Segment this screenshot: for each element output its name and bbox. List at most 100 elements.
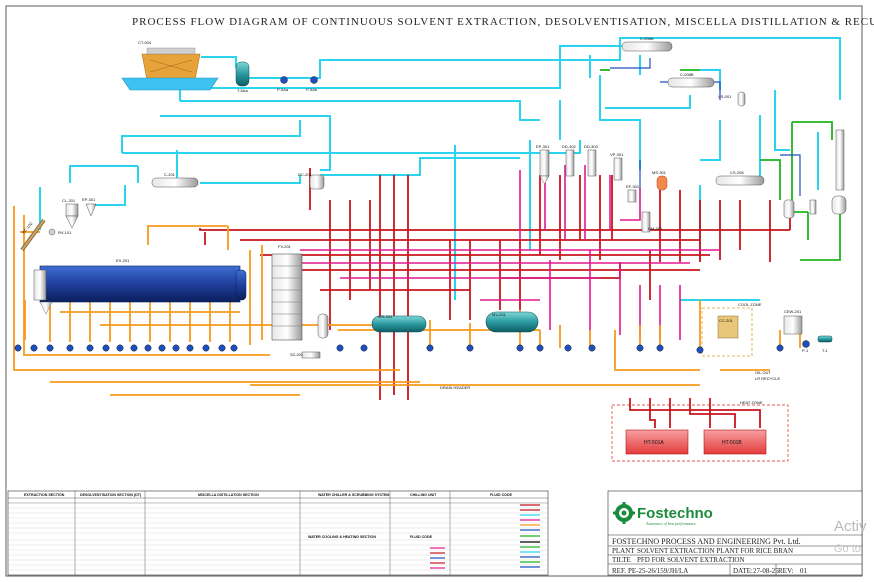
tank-t5aa: T-5Aa	[235, 61, 250, 93]
vent-separator: VS-001	[718, 91, 746, 107]
tag-cs: CS-208	[730, 170, 744, 175]
legend-section-desolventisation: DESOLVENTISATION SECTION (DT)	[80, 493, 142, 497]
brand-name: Fostechno	[637, 505, 713, 522]
tag-vs: VS-001	[718, 94, 732, 99]
magenta-miscella-lines	[300, 165, 720, 340]
legend-section-chilling: CHILLING UNIT	[410, 493, 437, 497]
tag-p5b: P-5Ab	[306, 87, 318, 92]
drawing-main-title: PROCESS FLOW DIAGRAM OF CONTINUOUS SOLVE…	[132, 16, 874, 28]
condenser-cs208: CS-208	[715, 170, 765, 186]
tag-mv: MV-201	[492, 312, 507, 317]
water-separator-ws201: WS-201	[371, 314, 427, 333]
condenser-c8a: C-008A	[621, 36, 673, 52]
legend-section-distillation: MISCELLA DISTILLATION SECTION	[198, 493, 259, 497]
condenser-c8b: C-008B	[667, 72, 715, 88]
plant-name: SOLVENT EXTRACTION PLANT FOR RICE BRAN	[637, 547, 793, 555]
watermark-line-2: Go to	[834, 543, 861, 555]
rotary-valve: EP-301	[82, 197, 97, 217]
note-heat-zone: HEAT ZONE	[740, 400, 763, 405]
date-value: 27-08-25	[753, 567, 779, 575]
dc-cyclone: DC-201	[298, 172, 325, 190]
cc-zone-box: CC-201 COOL ZONE	[701, 302, 762, 357]
legend-sub-water: WATER COOLING & HEATING SECTION	[308, 535, 376, 539]
tag-dd3: DD-302	[562, 144, 577, 149]
tag-cl: CL-201	[62, 198, 76, 203]
tag-p5a: P-5Aa	[277, 87, 289, 92]
column-vp301: VP-301	[610, 152, 624, 181]
tag-vp: VP-301	[610, 152, 624, 157]
cyan-process-lines	[39, 37, 841, 301]
activation-watermark: Activ Go to	[834, 518, 867, 555]
pump-p5aa: P-5Aa	[277, 76, 289, 92]
cew-vessel: CEW-201	[783, 309, 803, 335]
heater-ht501a	[625, 429, 689, 455]
red-steam-lines	[199, 168, 791, 428]
ref-number: PE-25-26/159/JH/LA	[628, 567, 688, 575]
tag-rv: RV-101	[58, 230, 72, 235]
legend-color-swatches	[430, 504, 540, 569]
note-drain-header: DRAIN HEADER	[440, 385, 470, 390]
heater-ms301: MS-301	[652, 170, 668, 191]
column-dd302: DD-302	[562, 144, 577, 177]
heater-ht501b	[703, 429, 767, 455]
legend-table: EXTRACTION SECTION DESOLVENTISATION SECT…	[7, 490, 549, 576]
evaporator-ep301: EP-301	[536, 144, 550, 185]
tag-fv: FV-201	[278, 244, 292, 249]
date-label: DATE:	[733, 567, 753, 575]
tag-ex: EX-201	[116, 258, 130, 263]
tag-c1: C-201	[164, 172, 176, 177]
legend-row-lines	[8, 507, 548, 571]
brand-tagline: Assurance of best performance	[645, 521, 696, 526]
right-column	[783, 129, 847, 219]
small-vertical-vessel	[317, 313, 329, 339]
tag-ms: MS-301	[652, 170, 667, 175]
vessel-dm301: DM-301	[641, 211, 663, 233]
cyclone-cl201: CL-201	[62, 198, 79, 229]
ejector-ef301: EF-301	[626, 184, 640, 203]
title-label: TILTE	[612, 556, 631, 564]
rev-label: REV:	[778, 567, 793, 575]
legend-sub-flow: FLUID CODE	[410, 535, 433, 539]
tag-ct: CT-004	[138, 40, 152, 45]
note-lr: LR RECYCLE	[755, 376, 780, 381]
tag-c8b: C-008B	[680, 72, 694, 77]
sheet-border	[5, 5, 863, 577]
condenser-c201: C-201	[151, 172, 199, 188]
legend-section-extraction: EXTRACTION SECTION	[24, 493, 65, 497]
rotary-valve-rv101: RV-101	[48, 228, 72, 236]
desolventiser-tower: FV-201	[271, 244, 303, 341]
miscella-vessel-mv201: MV-201	[485, 311, 539, 333]
pump-p1: P-1	[802, 340, 810, 353]
sizer-sz201: SZ-201	[290, 351, 321, 359]
tag-ws: WS-201	[378, 314, 393, 319]
heat-zone-box: HT-501A HT-501B	[611, 404, 789, 462]
ref-label: REF.	[612, 567, 626, 575]
extractor-ex201: EX-201	[33, 258, 247, 315]
tag-sz: SZ-201	[290, 352, 304, 357]
watermark-line-1: Activ	[834, 518, 867, 535]
brand-logo-icon	[613, 502, 635, 524]
tag-ef: EF-301	[626, 184, 640, 189]
tag-t1: T-1	[822, 348, 829, 353]
column-dd303: DD-303	[584, 144, 599, 177]
tag-c8a: C-008A	[640, 36, 654, 41]
heater-right-label: HT-501B	[722, 440, 742, 446]
pump-row-right	[336, 344, 784, 354]
pump-p5ab: P-5Ab	[306, 76, 318, 92]
legend-section-water: WATER CHILLER & SCRUBBING SYSTEM	[318, 493, 389, 497]
drawing-title: PFD FOR SOLVENT EXTRACTION	[637, 556, 745, 564]
plant-label: PLANT	[612, 547, 635, 555]
heater-left-label: HT-501A	[644, 440, 664, 446]
pump-row-left	[14, 344, 238, 352]
rev-value: 01	[800, 567, 808, 575]
tag-dc: DC-201	[298, 172, 313, 177]
tag-ep3: EP-301	[536, 144, 550, 149]
company-full-name: FOSTECHNO PROCESS AND ENGINEERING Pvt. L…	[612, 537, 801, 546]
title-block: Fostechno Assurance of best performance …	[607, 490, 863, 576]
tag-p1: P-1	[802, 348, 809, 353]
legend-section-fluid: FLUID CODE	[490, 493, 513, 497]
tag-cew: CEW-201	[784, 309, 802, 314]
note-oil-out: OIL OUT	[755, 370, 771, 375]
tag-dd2: DD-303	[584, 144, 599, 149]
